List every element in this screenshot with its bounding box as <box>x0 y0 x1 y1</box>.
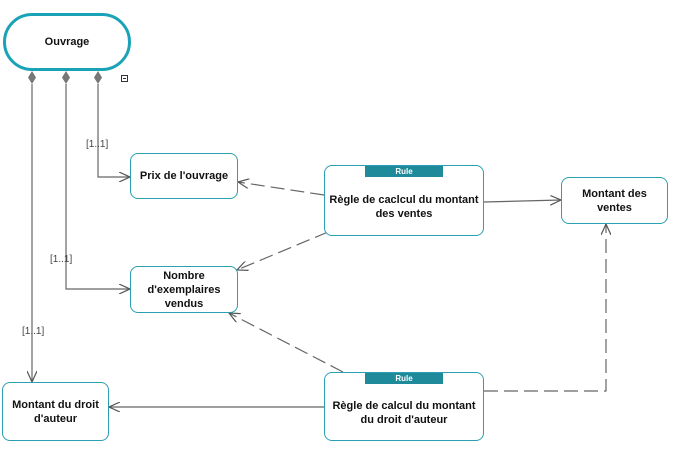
node-montant-ventes[interactable]: Montant des ventes <box>561 177 668 224</box>
diamond-prix <box>94 71 102 84</box>
node-montant-droit-label: Montant du droit d'auteur <box>12 398 99 425</box>
multiplicity-montant-droit: [1..1] <box>22 326 45 337</box>
rule-badge-droit: Rule <box>365 373 443 384</box>
node-prix[interactable]: Prix de l'ouvrage <box>130 153 238 199</box>
node-regle-droit-label: Règle de calcul du montant du droit d'au… <box>332 399 476 426</box>
node-prix-label: Prix de l'ouvrage <box>139 170 229 182</box>
diamond-montant-droit <box>28 71 36 84</box>
edge-ouvrage-prix <box>97 84 130 177</box>
node-nombre-label: Nombre d'exemplaires vendus <box>147 269 221 310</box>
node-ouvrage[interactable]: Ouvrage <box>3 13 131 71</box>
dependency-edges <box>109 182 606 407</box>
node-nombre[interactable]: Nombre d'exemplaires vendus <box>130 266 238 313</box>
edge-regle-ventes-montant <box>483 200 561 202</box>
edge-regle-droit-montant-ventes <box>484 224 606 392</box>
node-ouvrage-label: Ouvrage <box>44 36 90 48</box>
collapse-icon[interactable] <box>121 75 128 82</box>
composition-edges <box>28 71 130 382</box>
node-montant-ventes-label: Montant des ventes <box>582 187 647 214</box>
edge-regle-ventes-prix <box>238 182 325 196</box>
edge-regle-droit-nombre <box>229 313 344 373</box>
node-regle-ventes-label: Règle de caclcul du montant des ventes <box>329 193 479 220</box>
multiplicity-nombre: [1..1] <box>50 254 73 265</box>
diamond-nombre <box>62 71 70 84</box>
rule-badge-ventes: Rule <box>365 166 443 177</box>
edge-regle-ventes-nombre <box>237 231 329 270</box>
edge-ouvrage-nombre <box>65 84 130 289</box>
multiplicity-prix: [1..1] <box>86 139 109 150</box>
node-regle-droit[interactable]: Règle de calcul du montant du droit d'au… <box>324 372 484 441</box>
node-montant-droit[interactable]: Montant du droit d'auteur <box>2 382 109 441</box>
